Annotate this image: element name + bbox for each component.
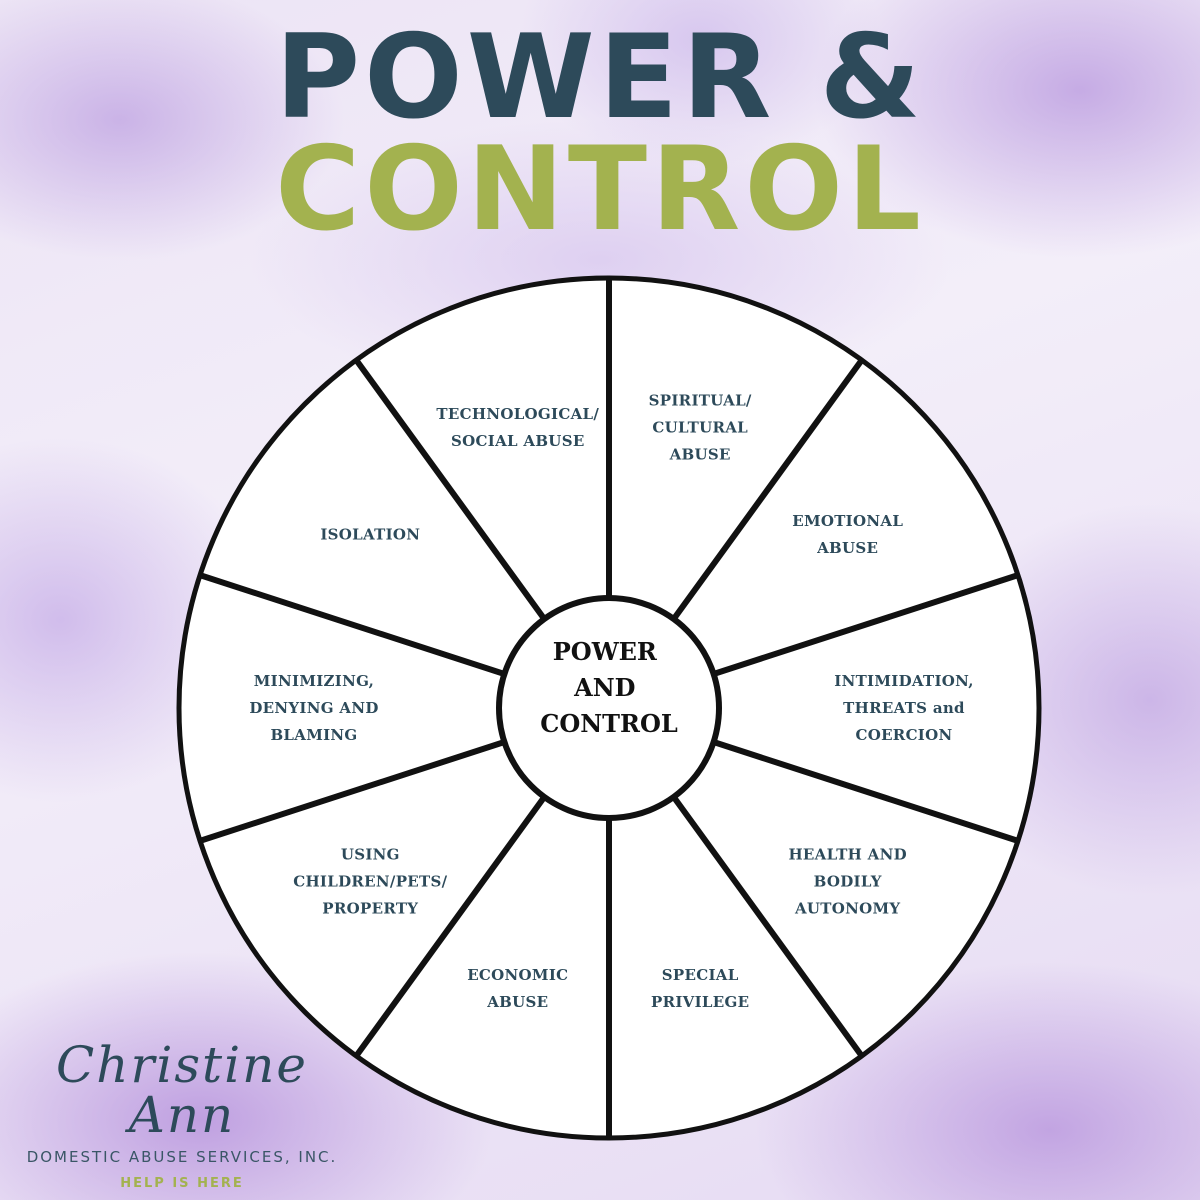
title-line-power: POWER & [275,10,925,145]
segment-label-line: USING [341,845,400,863]
segment-label-special-privilege: SPECIAL PRIVILEGE [651,966,749,1011]
segment-label-line: SPIRITUAL/ [649,391,752,409]
title-line-control: CONTROL [275,122,925,257]
logo-tagline: HELP IS HERE [120,1176,244,1191]
hub-label-line-1: POWER [553,637,658,666]
wheel-spokes [199,278,1019,1138]
wheel-segment-labels: SPIRITUAL/CULTURAL ABUSE EMOTIONAL ABUSE INT… [249,391,973,1011]
segment-label-line: SPECIAL [662,966,739,984]
segment-label-line: ECONOMIC [467,966,568,984]
segment-label-line: AUTONOMY [794,899,900,917]
segment-label-line: INTIMIDATION, [834,672,973,690]
segment-label-line: TECHNOLOGICAL/ [436,405,599,423]
segment-label-spiritual-cultural: SPIRITUAL/CULTURAL ABUSE [649,391,752,463]
segment-label-technological: TECHNOLOGICAL/SOCIAL ABUSE [436,405,599,450]
wheel-spoke [712,572,1019,677]
christine-ann-logo: Christine Ann DOMESTIC ABUSE SERVICES, I… [22,1040,342,1191]
hub-label-line-3: CONTROL [540,709,678,738]
segment-label-line: SOCIAL ABUSE [451,432,585,450]
wheel-hub-circle [496,595,722,821]
segment-label-line: THREATS and [843,699,965,717]
hub-label-line-2: AND [573,673,635,702]
segment-label-isolation: ISOLATION [320,526,420,544]
wheel-spoke [353,795,547,1058]
segment-label-line: HEALTH AND [788,845,906,863]
segment-label-line: PRIVILEGE [651,993,749,1011]
wheel-spoke [199,572,506,677]
segment-label-line: ABUSE [486,993,548,1011]
segment-label-line: ISOLATION [320,526,420,544]
hub-label: POWER AND CONTROL [540,637,678,738]
wheel-spoke [199,739,506,844]
segment-label-line: PROPERTY [322,899,418,917]
segment-label-line: BLAMING [270,726,357,744]
segment-label-line: ABUSE [669,445,731,463]
segment-label-line: DENYING AND [249,699,378,717]
segment-label-line: ABUSE [816,539,878,557]
segment-label-line: BODILY [814,872,882,890]
segment-label-line: CULTURAL [652,418,748,436]
segment-label-emotional: EMOTIONAL ABUSE [792,512,903,557]
wheel-spoke [712,739,1019,844]
segment-label-line: CHILDREN/PETS/ [293,872,447,890]
segment-label-using-children: USING CHILDREN/PETS/PROPERTY [293,845,447,917]
wheel-spoke [671,358,865,621]
segment-label-line: COERCION [855,726,952,744]
segment-label-economic: ECONOMIC ABUSE [467,966,568,1011]
segment-label-line: MINIMIZING, [254,672,374,690]
segment-label-health-bodily: HEALTH AND BODILY AUTONOMY [788,845,906,917]
logo-subtitle: DOMESTIC ABUSE SERVICES, INC. [26,1148,338,1166]
logo-script-name: Christine Ann [56,1036,308,1144]
segment-label-minimizing: MINIMIZING, DENYING AND BLAMING [249,672,378,744]
wheel-spoke [671,795,865,1058]
wheel-spoke [353,358,547,621]
segment-label-line: EMOTIONAL [792,512,903,530]
